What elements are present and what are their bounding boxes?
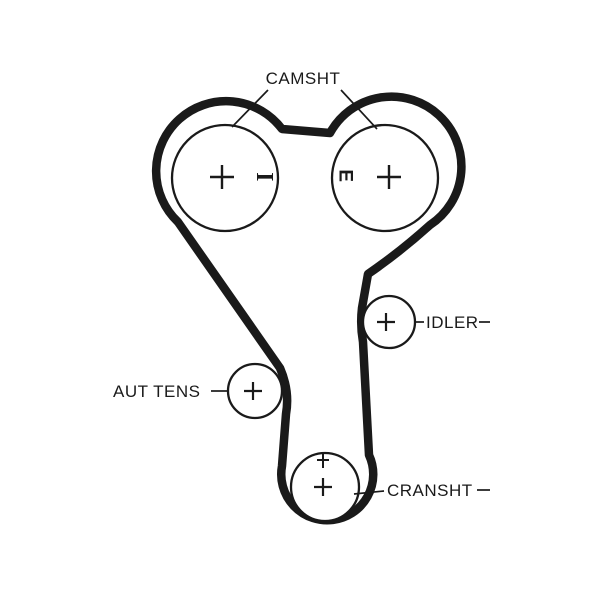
crankshaft-label: CRANSHT (387, 481, 473, 500)
plus-mark-icon (377, 165, 401, 189)
camshaft-leader-line-left (231, 89, 269, 128)
plus-mark-icon (317, 452, 329, 468)
left-cam-timing-mark: I (251, 172, 277, 182)
tensioner-label: AUT TENS (113, 382, 200, 401)
plus-mark-icon (244, 382, 262, 400)
right-cam-timing-mark: E (335, 169, 356, 182)
camshaft-leader-line-right (340, 89, 378, 130)
plus-mark-icon (210, 165, 234, 189)
idler-label: IDLER (426, 313, 479, 332)
plus-mark-icon (377, 313, 395, 331)
plus-mark-icon (314, 478, 332, 496)
camshaft-label: CAMSHT (266, 69, 341, 88)
crankshaft-leader-line (353, 490, 385, 495)
